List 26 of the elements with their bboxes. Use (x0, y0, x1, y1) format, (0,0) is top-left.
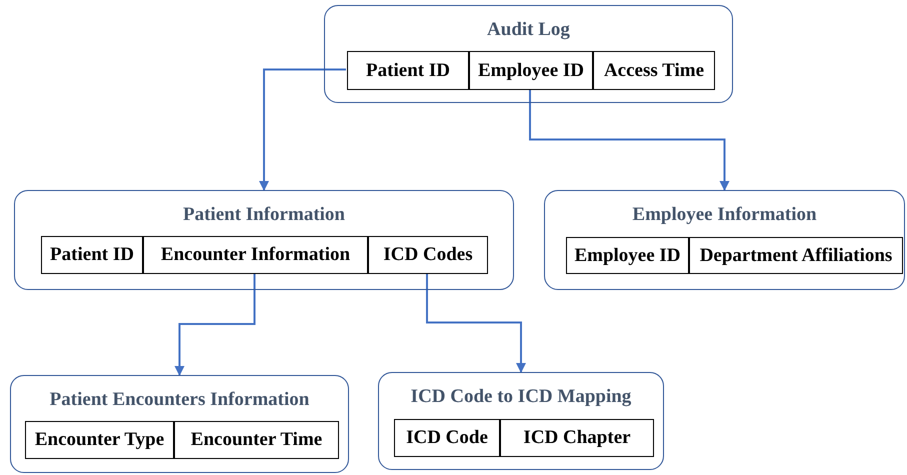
entity-card (324, 5, 733, 103)
arrow (259, 68, 346, 191)
field-cell: ICD Chapter (500, 419, 654, 457)
field-cell: Employee ID (469, 51, 593, 90)
arrow (529, 89, 730, 191)
arrow (174, 273, 256, 376)
entity-title: Patient Information (182, 204, 345, 226)
entity-card (14, 190, 514, 290)
entity-card (378, 372, 664, 470)
field-cell: Encounter Time (174, 421, 339, 459)
entity-title: Employee Information (632, 204, 817, 226)
field-cell: ICD Code (394, 419, 500, 457)
entity-title: Audit Log (487, 19, 570, 41)
field-cell: Employee ID (566, 237, 689, 274)
field-cell: Access Time (593, 51, 715, 90)
entity-card (10, 375, 349, 473)
field-cell: Encounter Type (25, 421, 174, 459)
entity-title: ICD Code to ICD Mapping (410, 386, 632, 408)
arrow (426, 273, 526, 373)
field-cell: Encounter Information (143, 236, 368, 274)
field-cell: ICD Codes (368, 236, 488, 274)
entity-title: Patient Encounters Information (50, 389, 310, 411)
field-cell: Patient ID (41, 236, 143, 274)
field-cell: Department Affiliations (689, 237, 903, 274)
field-cell: Patient ID (347, 51, 469, 90)
entity-card (544, 190, 905, 290)
